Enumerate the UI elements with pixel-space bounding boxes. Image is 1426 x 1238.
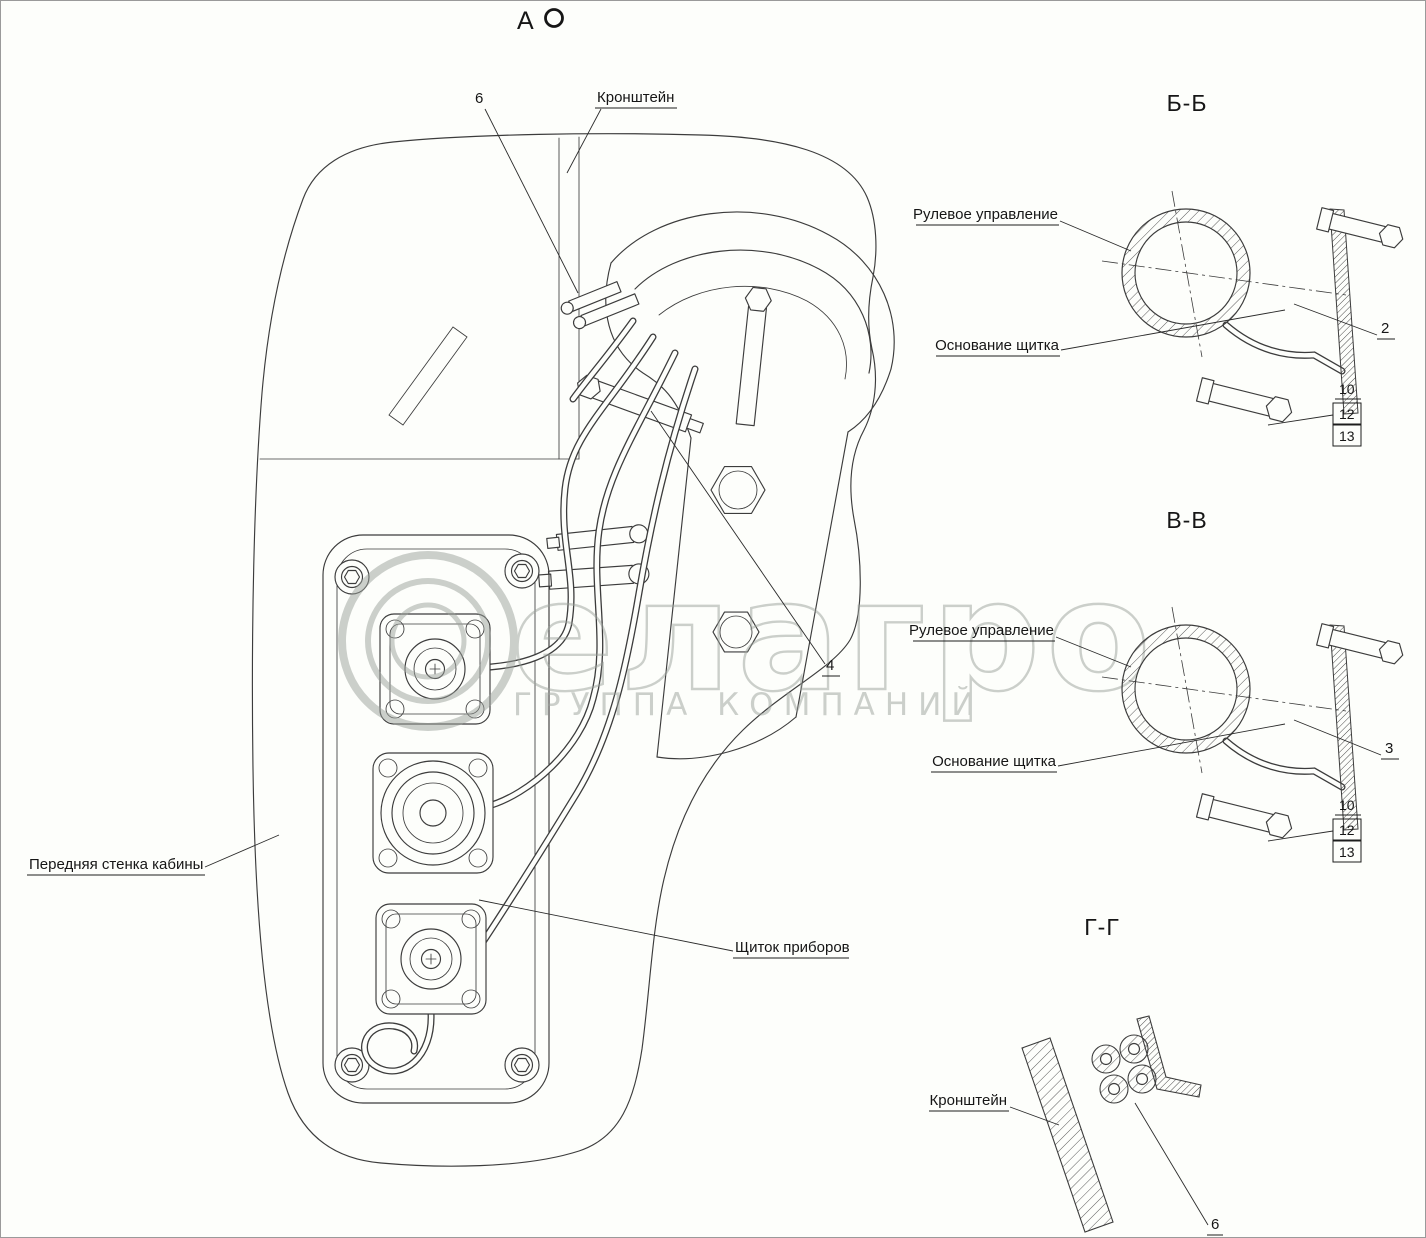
steering-column-boot: [605, 211, 895, 760]
angle-flange: [1136, 1015, 1202, 1098]
callout-2: 2: [1381, 320, 1389, 337]
instrument-panel: [322, 534, 550, 1104]
callout-10-bb: 10: [1339, 381, 1355, 397]
label-bracket-gg: Кронштейн: [930, 1092, 1007, 1109]
label-bracket-main: Кронштейн: [597, 89, 674, 106]
connector-middle: [372, 752, 494, 874]
callout-6-gg: 6: [1211, 1216, 1219, 1233]
label-panel-base-bb: Основание щитка: [935, 337, 1060, 354]
watermark-logo-text: елагро: [511, 548, 1157, 725]
section-vv: В-В Рулевое управление Основание щитка 3…: [909, 507, 1405, 863]
callout-12-vv: 12: [1339, 822, 1355, 838]
main-view-labels: А 6 Кронштейн Передняя стенка кабины Щит…: [27, 7, 850, 959]
watermark: елагро ГРУППА КОМПАНИЙ: [338, 547, 1157, 731]
bracket-bar: [1021, 1037, 1114, 1233]
connector-top: [379, 613, 491, 725]
callout-3: 3: [1385, 740, 1393, 757]
label-steering-vv: Рулевое управление: [909, 622, 1054, 639]
label-front-wall: Передняя стенка кабины: [29, 856, 203, 873]
main-view-title: А: [517, 7, 534, 35]
callout-6-main: 6: [475, 90, 483, 107]
label-steering-bb: Рулевое управление: [913, 206, 1058, 223]
callout-12-bb: 12: [1339, 406, 1355, 422]
vent-strip: [388, 326, 468, 426]
section-bb: Б-Б Рулевое управление Основание щитка 2…: [913, 90, 1405, 447]
callout-4: 4: [826, 657, 834, 674]
watermark-logo-icon: [338, 551, 518, 731]
watermark-subtitle: ГРУППА КОМПАНИЙ: [513, 687, 985, 723]
cabin-outline: [251, 133, 877, 1167]
hex-nut-upper: [710, 466, 766, 514]
cables: [361, 317, 699, 1075]
bracket-strip: [259, 136, 580, 460]
label-panel-base-vv: Основание щитка: [932, 753, 1057, 770]
label-instrument-panel: Щиток приборов: [735, 939, 850, 956]
connector-bottom: [375, 903, 487, 1015]
view-a-mark-icon: [544, 8, 564, 28]
section-gg: Г-Г Кронштейн 6: [929, 914, 1223, 1236]
section-bb-title: Б-Б: [1167, 90, 1208, 116]
hex-nut-lower: [712, 611, 760, 653]
section-gg-title: Г-Г: [1084, 914, 1120, 940]
clamp-hardware: [560, 281, 640, 330]
main-view: [251, 133, 895, 1167]
section-vv-title: В-В: [1166, 507, 1207, 533]
callout-13-vv: 13: [1339, 844, 1355, 860]
callout-13-bb: 13: [1339, 428, 1355, 444]
mount-bolt-vertical: [735, 286, 772, 427]
callout-10-vv: 10: [1339, 797, 1355, 813]
